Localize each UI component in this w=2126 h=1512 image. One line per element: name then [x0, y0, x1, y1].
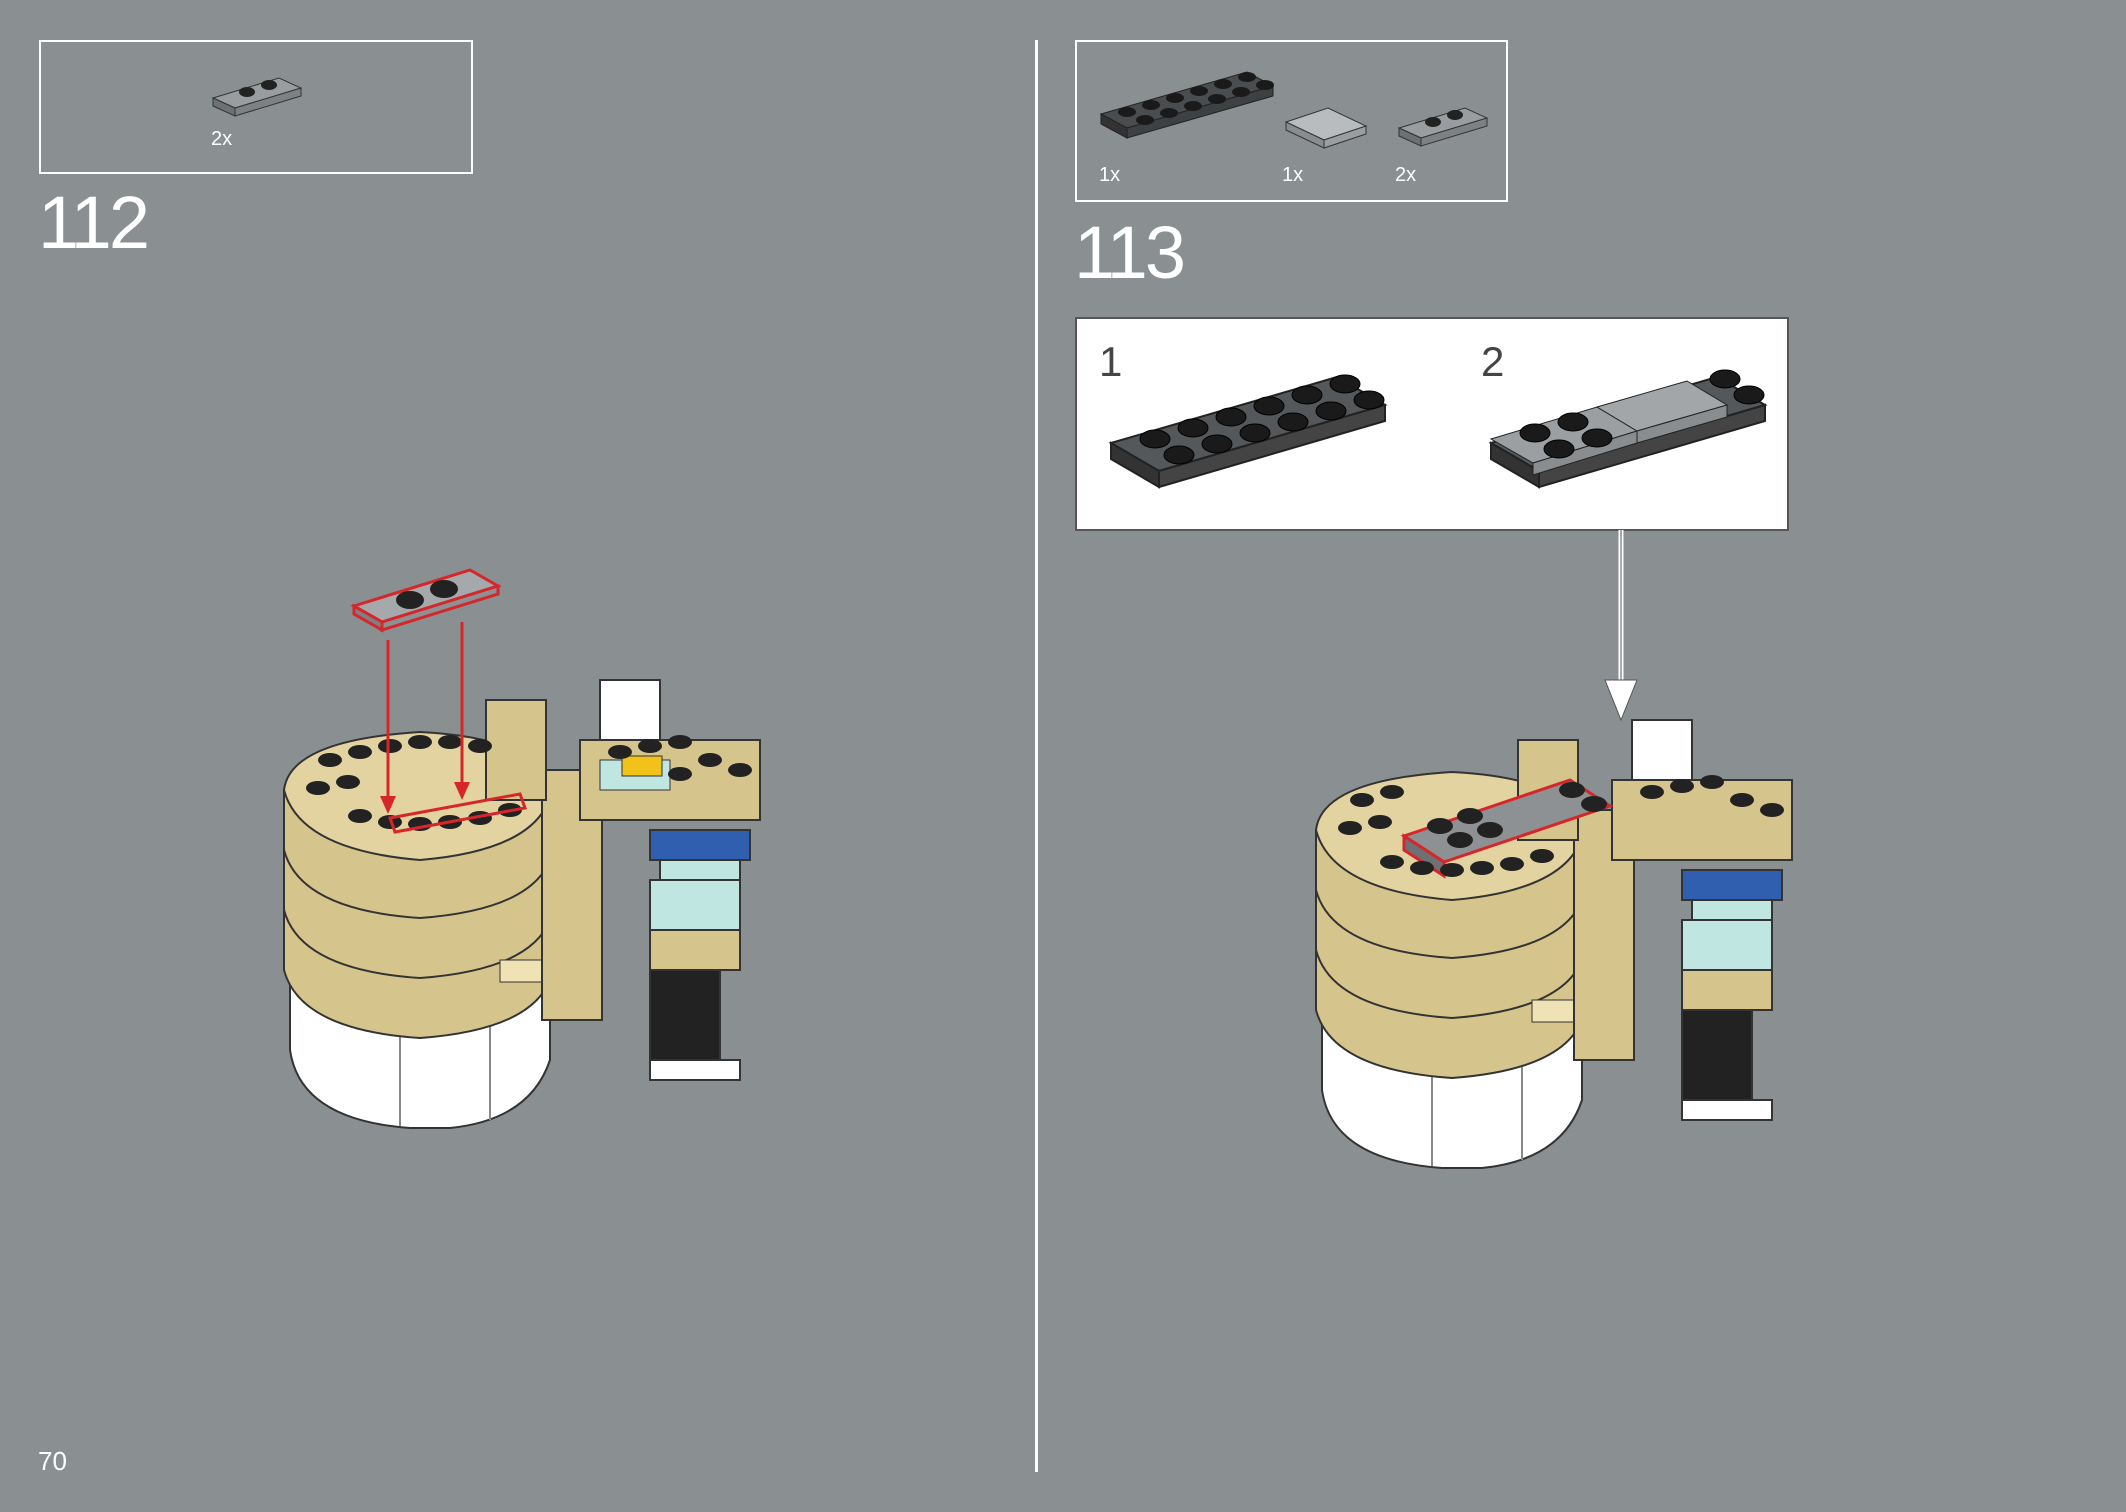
- new-part-highlight-112: [350, 568, 502, 633]
- part-qty: 1x: [1282, 164, 1304, 186]
- substep-number: 2: [1481, 338, 1505, 385]
- step-113-parts-list: 1x 1x 2x: [1075, 40, 1508, 202]
- plate-2x6-icon: [1099, 71, 1275, 139]
- substep-number: 1: [1099, 338, 1123, 385]
- part-qty: 1x: [1099, 164, 1121, 186]
- step-112-parts-list: 2x: [39, 40, 473, 174]
- subassembly-callout: 1 2: [1075, 317, 1789, 531]
- tile-2x2-icon: [1284, 107, 1368, 149]
- part-qty: 2x: [211, 128, 233, 150]
- plate-1x2-icon: [211, 77, 303, 117]
- page-number: 70: [38, 1446, 67, 1476]
- step-113-build-illustration: [1314, 719, 1793, 1169]
- page-divider: [1035, 40, 1038, 1472]
- insert-arrow: [1604, 530, 1638, 722]
- step-number: 112: [38, 181, 150, 264]
- plate-1x2-icon: [1397, 107, 1489, 147]
- step-number: 113: [1074, 211, 1186, 294]
- part-qty: 2x: [1395, 164, 1417, 186]
- step-112-build-illustration: [282, 622, 761, 1129]
- plate-2x6-with-tile-subassembly: [1488, 369, 1768, 489]
- plate-2x6-subassembly: [1108, 374, 1388, 489]
